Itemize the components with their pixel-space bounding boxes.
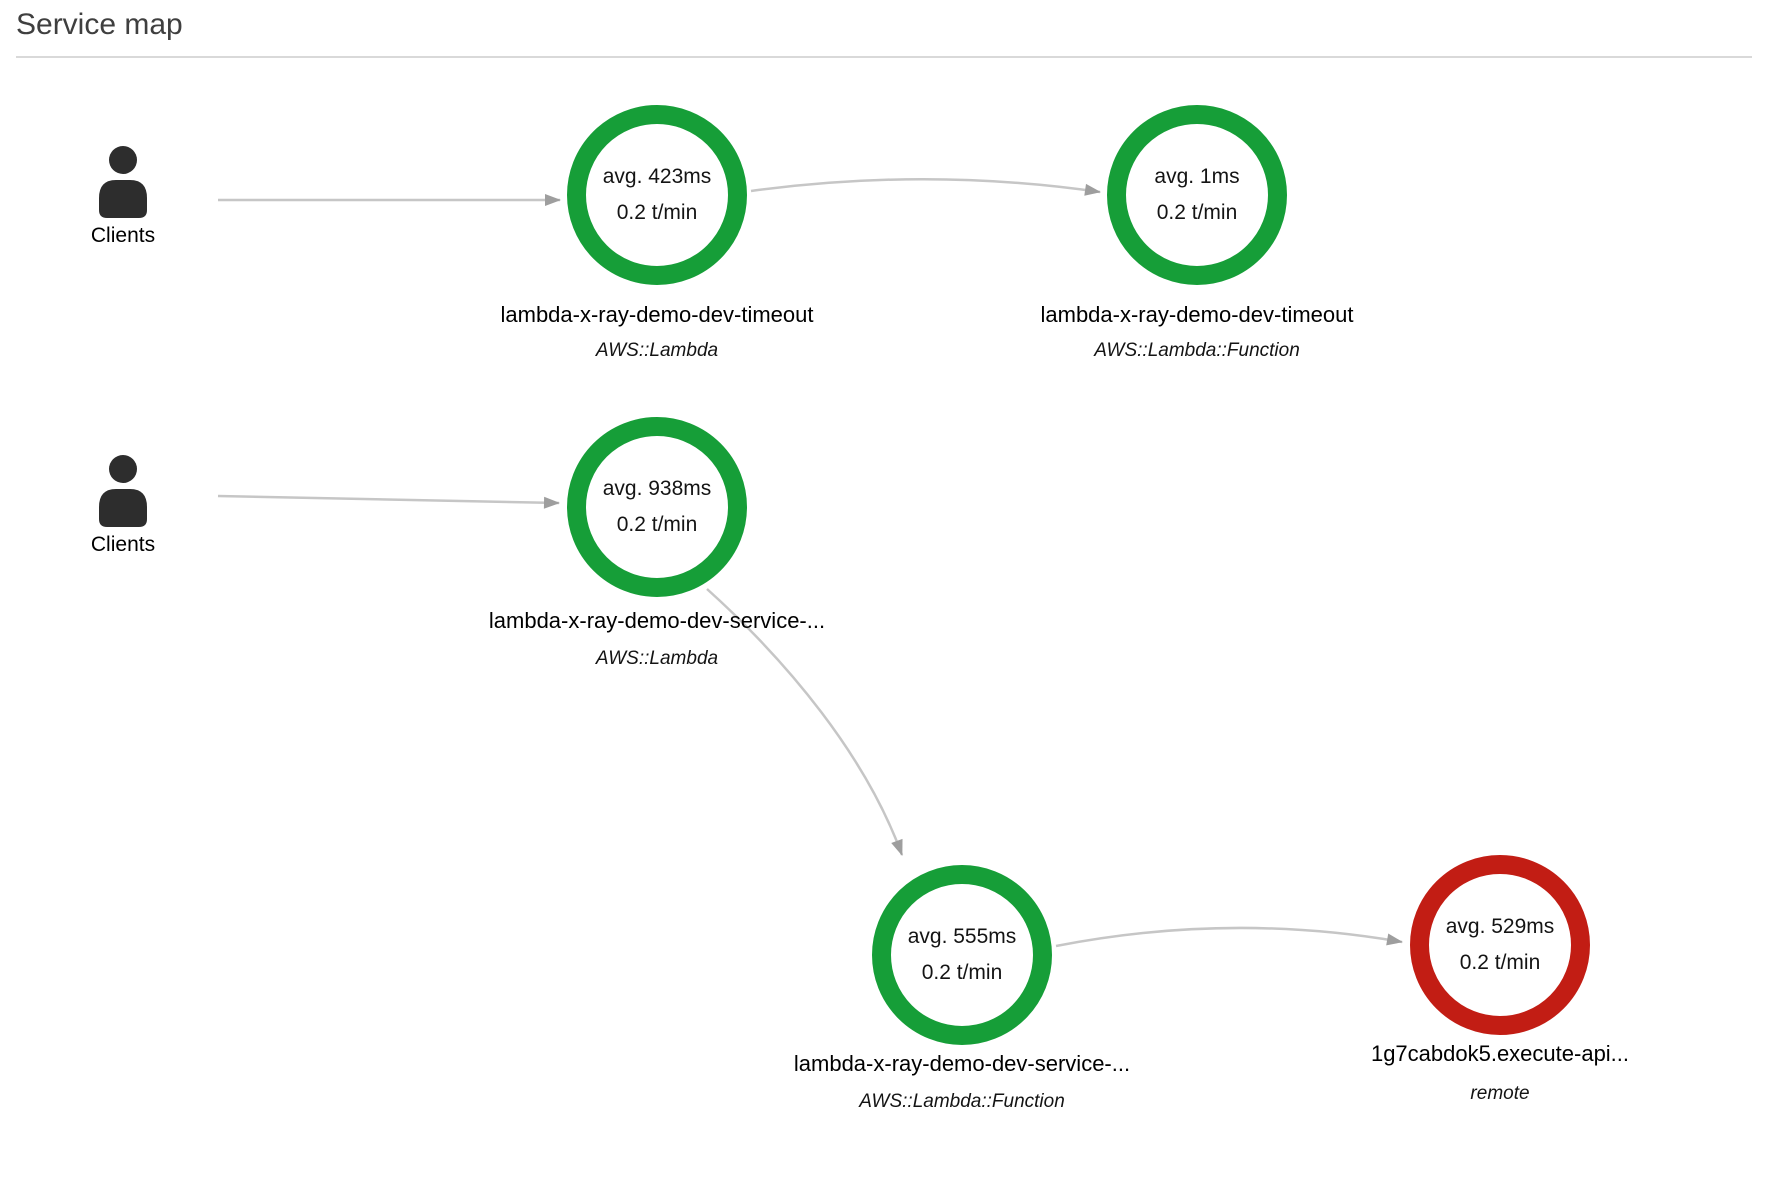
node-label: 1g7cabdok5.execute-api... bbox=[1370, 1041, 1630, 1066]
header-divider bbox=[16, 56, 1752, 58]
clients-label: Clients bbox=[90, 533, 156, 556]
service-node-lambda-timeout[interactable]: avg. 423ms 0.2 t/min bbox=[567, 105, 747, 285]
node-type-label: remote bbox=[1470, 1083, 1530, 1104]
node-label: lambda-x-ray-demo-dev-service-... bbox=[793, 1051, 1131, 1076]
node-label: lambda-x-ray-demo-dev-service-... bbox=[488, 608, 826, 633]
service-node-lambda-timeout-function[interactable]: avg. 1ms 0.2 t/min bbox=[1107, 105, 1287, 285]
edge-clients2-node3 bbox=[217, 494, 560, 509]
clients-label: Clients bbox=[90, 224, 156, 247]
service-node-lambda-service[interactable]: avg. 938ms 0.2 t/min bbox=[567, 417, 747, 597]
edge-node4-node5 bbox=[1055, 926, 1403, 948]
node-avg-latency: avg. 529ms bbox=[1445, 915, 1555, 938]
node-avg-latency: avg. 938ms bbox=[602, 477, 712, 500]
node-rate: 0.2 t/min bbox=[616, 201, 698, 224]
node-label: lambda-x-ray-demo-dev-timeout bbox=[1040, 302, 1354, 327]
node-type-label: AWS::Lambda bbox=[595, 648, 719, 669]
node-type-label: AWS::Lambda bbox=[595, 340, 719, 361]
service-node-execute-api-remote[interactable]: avg. 529ms 0.2 t/min bbox=[1410, 855, 1590, 1035]
node-avg-latency: avg. 423ms bbox=[602, 165, 712, 188]
page-title: Service map bbox=[16, 8, 183, 41]
node-rate: 0.2 t/min bbox=[1459, 951, 1541, 974]
service-node-lambda-service-function[interactable]: avg. 555ms 0.2 t/min bbox=[872, 865, 1052, 1045]
edge-node1-node2 bbox=[750, 178, 1101, 196]
node-rate: 0.2 t/min bbox=[616, 513, 698, 536]
clients-icon[interactable] bbox=[95, 455, 151, 527]
node-rate: 0.2 t/min bbox=[1156, 201, 1238, 224]
node-rate: 0.2 t/min bbox=[921, 961, 1003, 984]
node-avg-latency: avg. 1ms bbox=[1154, 165, 1240, 188]
node-type-label: AWS::Lambda::Function bbox=[859, 1091, 1065, 1112]
node-label: lambda-x-ray-demo-dev-timeout bbox=[500, 302, 814, 327]
node-avg-latency: avg. 555ms bbox=[907, 925, 1017, 948]
clients-icon[interactable] bbox=[95, 146, 151, 218]
node-type-label: AWS::Lambda::Function bbox=[1094, 340, 1300, 361]
